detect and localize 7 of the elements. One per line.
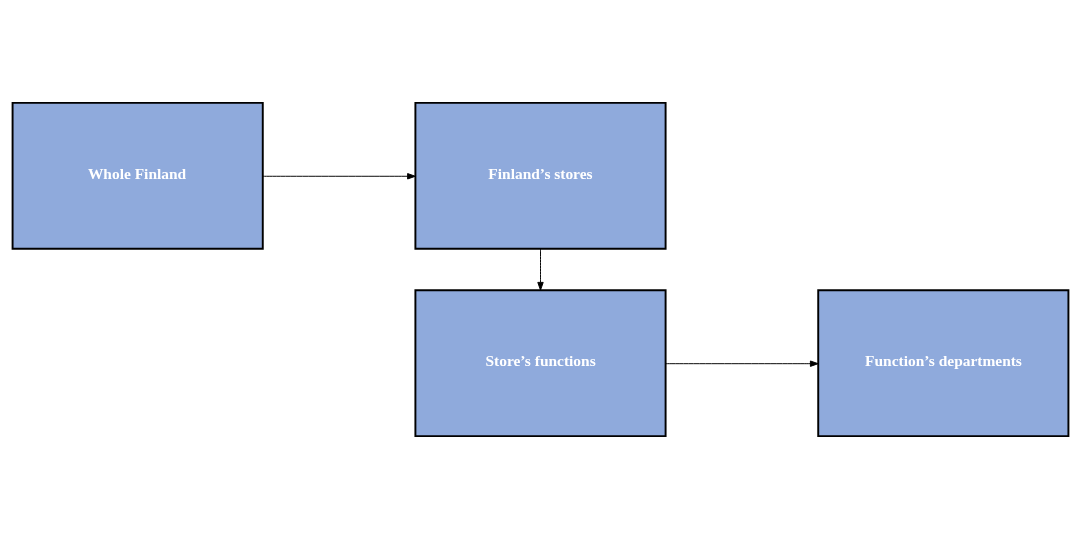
node-box: Whole Finland: [11, 101, 264, 250]
node-box: Store’s functions: [414, 288, 667, 437]
arrow: [262, 172, 416, 179]
node-box: Finland’s stores: [414, 101, 667, 250]
arrow: [537, 247, 544, 291]
arrow: [665, 360, 819, 367]
node-box: Function’s departments: [817, 288, 1070, 437]
